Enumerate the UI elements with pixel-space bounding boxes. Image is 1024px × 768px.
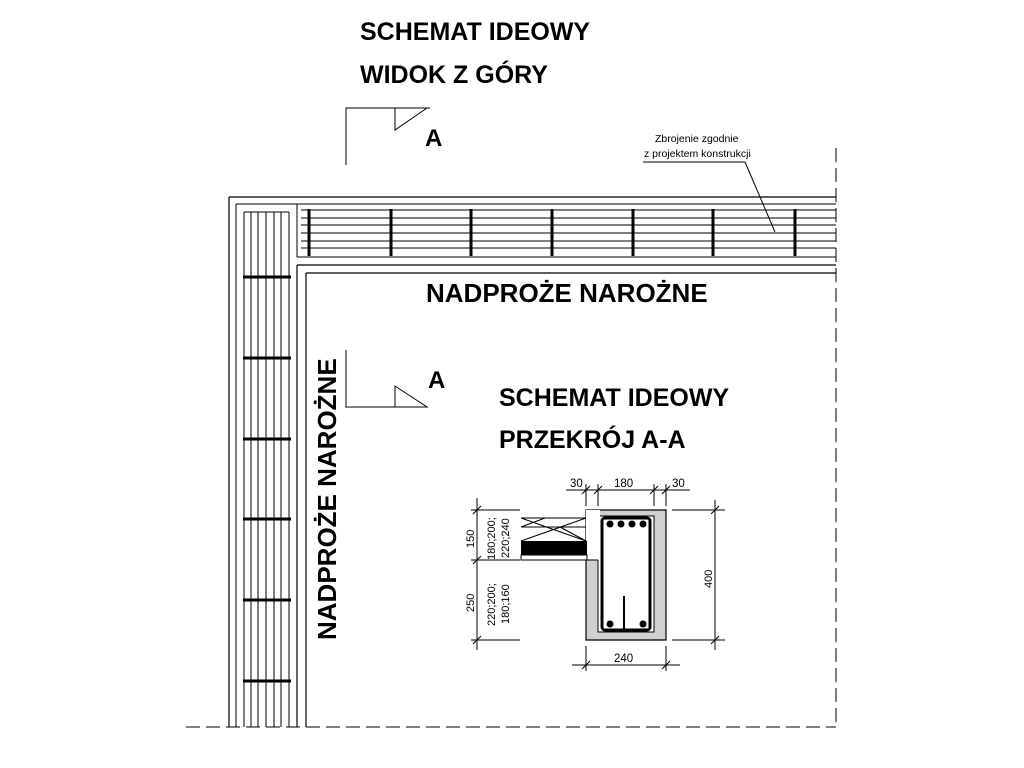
- stirrups-horizontal: [307, 209, 797, 256]
- lintel-horizontal: [229, 196, 836, 274]
- dim-slab-upper-a: 180;200;: [486, 517, 498, 560]
- section-marker-bottom-letter: A: [428, 367, 445, 394]
- dim-top-right: 30: [672, 478, 685, 490]
- section-title-line1: SCHEMAT IDEOWY: [499, 384, 729, 412]
- section-aa: [520, 509, 667, 641]
- dim-250: 250: [465, 594, 477, 612]
- reinforcement-note-line1: Zbrojenie zgodnie: [655, 133, 739, 145]
- dim-top-left: 30: [570, 478, 583, 490]
- lintel-horizontal-label: NADPROŻE NAROŻNE: [426, 278, 708, 308]
- plan-title-line1: SCHEMAT IDEOWY: [360, 18, 590, 46]
- lintel-vertical-label: NADPROŻE NAROŻNE: [312, 358, 342, 640]
- section-marker-bottom: [345, 350, 429, 408]
- dim-150: 150: [465, 530, 477, 548]
- dim-height: 400: [703, 570, 715, 588]
- stirrups-vertical: [243, 275, 291, 683]
- dashed-boundary: [186, 148, 837, 728]
- section-title-line2: PRZEKRÓJ A-A: [499, 424, 686, 454]
- reinforcement-note-line2: z projektem konstrukcji: [644, 148, 751, 160]
- dim-slab-lower-b: 180;160: [500, 584, 512, 624]
- section-marker-top: [345, 107, 430, 165]
- dim-bottom: 240: [614, 653, 633, 665]
- dimension-lines: [471, 484, 725, 671]
- lintel-vertical: [228, 197, 307, 727]
- dim-slab-lower-a: 220;200;: [486, 583, 498, 626]
- dim-slab-upper-b: 220;240: [500, 518, 512, 558]
- section-marker-top-letter: A: [425, 125, 442, 152]
- dim-top-mid: 180: [614, 478, 633, 490]
- plan-title-line2: WIDOK Z GÓRY: [360, 59, 548, 89]
